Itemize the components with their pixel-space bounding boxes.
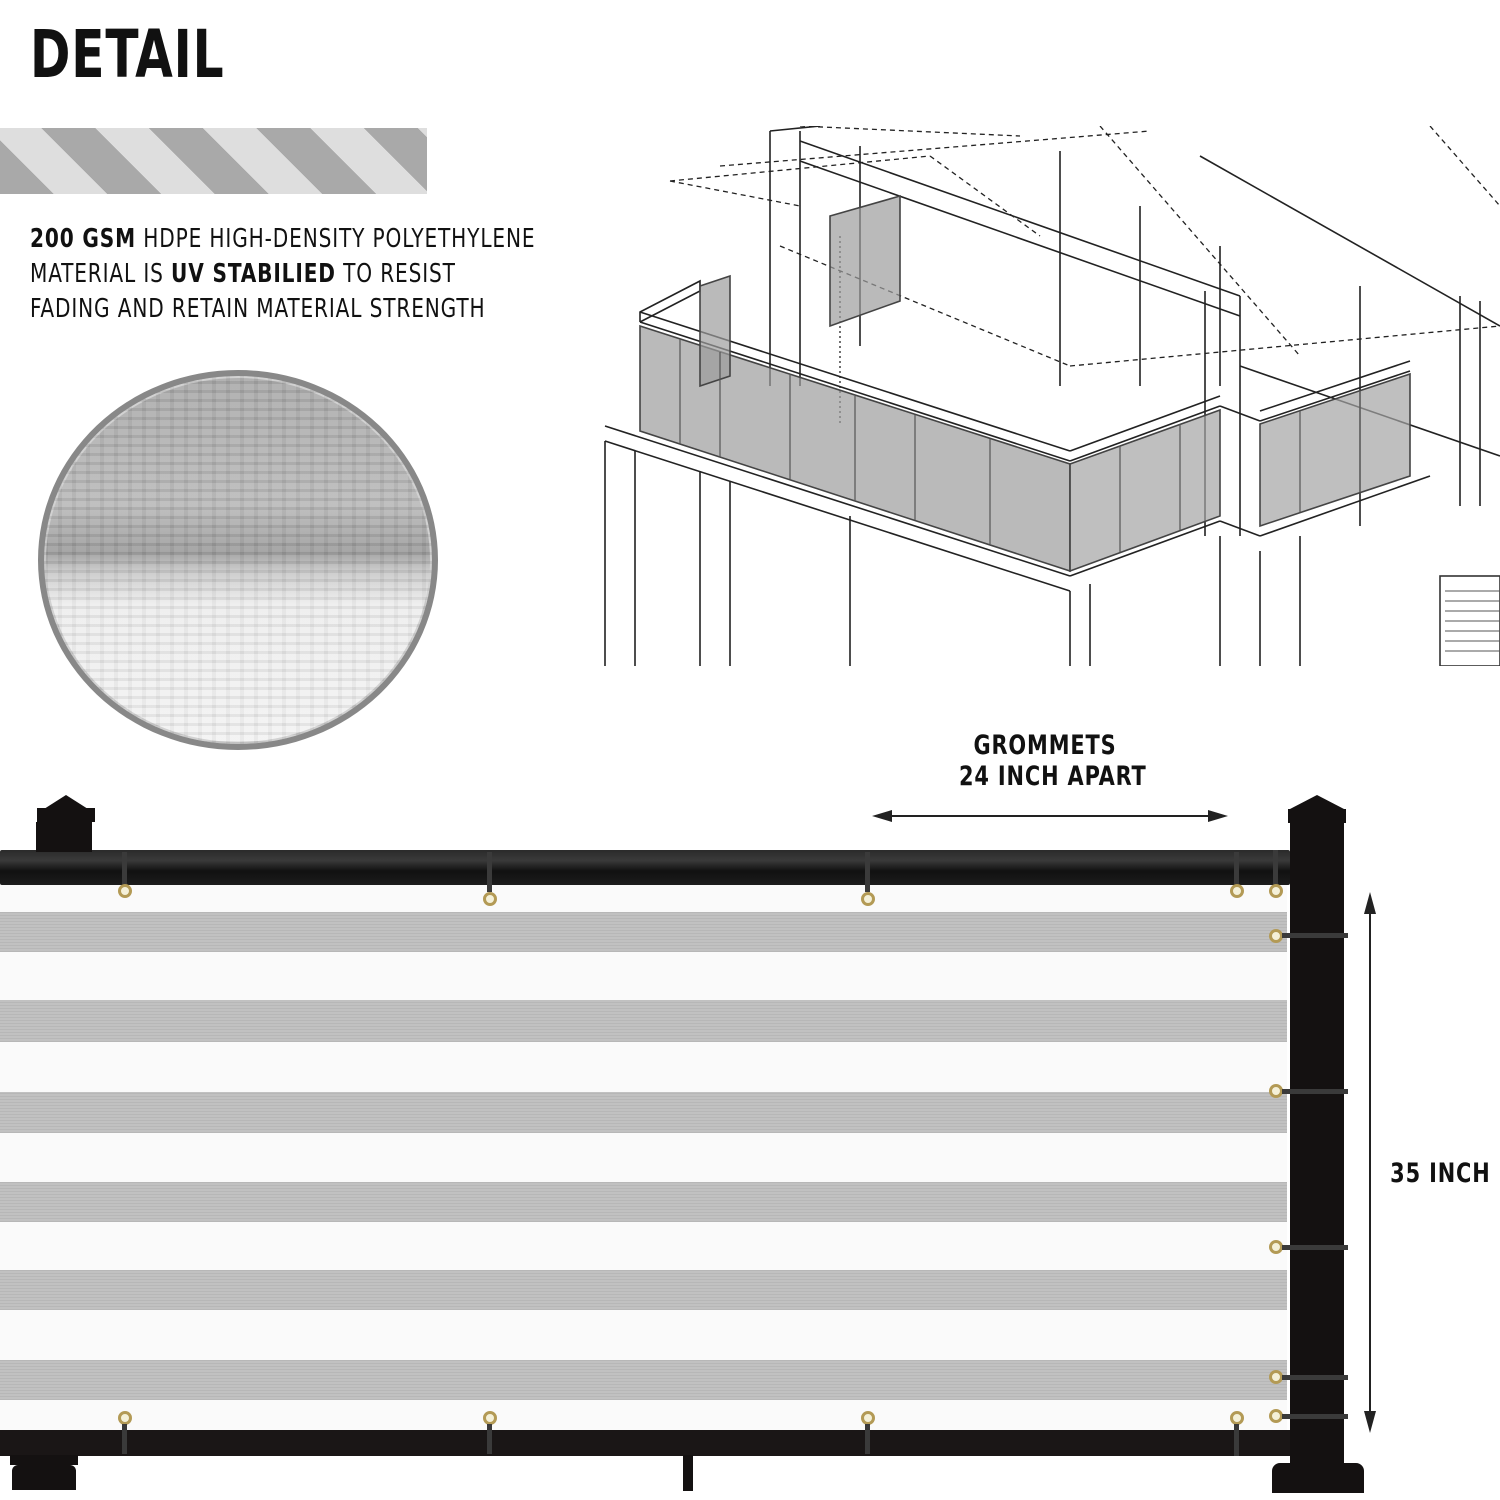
- zip-tie: [865, 852, 870, 892]
- zip-tie: [1282, 1414, 1348, 1419]
- grommet-icon: [1230, 884, 1244, 898]
- bottom-rail: [0, 1430, 1290, 1456]
- fabric-swatch-circle: [38, 370, 438, 750]
- left-post-cap: [37, 808, 95, 822]
- grey-stripe: [0, 1092, 1287, 1133]
- zip-tie: [865, 1424, 870, 1454]
- description-line-3: FADING AND RETAIN MATERIAL STRENGTH: [30, 294, 486, 324]
- description-text: TO RESIST: [335, 259, 456, 289]
- top-rail: [0, 850, 1290, 885]
- vertical-double-arrow-icon: [1364, 892, 1376, 1433]
- grey-stripe: [0, 1000, 1287, 1042]
- right-post-cap: [1288, 809, 1346, 823]
- grommet-icon: [861, 1411, 875, 1425]
- grommet-icon: [118, 1411, 132, 1425]
- grey-stripe: [0, 912, 1287, 952]
- zip-tie: [1234, 852, 1239, 884]
- description-text: MATERIAL IS: [30, 259, 172, 289]
- height-label: 35 INCH: [1390, 1158, 1491, 1189]
- grommet-icon: [1269, 1370, 1283, 1384]
- grommet-icon: [1269, 1084, 1283, 1098]
- grey-stripe: [0, 1270, 1287, 1310]
- grommet-icon: [483, 1411, 497, 1425]
- grommets-label-line-1: GROMMETS: [973, 730, 1117, 761]
- description-line-1: 200 GSM HDPE HIGH-DENSITY POLYETHYLENE: [30, 222, 535, 257]
- hazard-stripe-bar: [0, 128, 427, 194]
- grommet-icon: [1269, 884, 1283, 898]
- material-description: 200 GSM HDPE HIGH-DENSITY POLYETHYLENE M…: [30, 222, 535, 327]
- left-post-foot: [10, 1455, 78, 1465]
- grommet-icon: [1269, 929, 1283, 943]
- left-post-base: [12, 1465, 76, 1490]
- zip-tie: [122, 852, 127, 884]
- grommet-icon: [1269, 1240, 1283, 1254]
- zip-tie: [1282, 1375, 1348, 1380]
- right-post-base: [1272, 1463, 1364, 1493]
- privacy-screen-fabric: [0, 884, 1287, 1432]
- grommet-icon: [118, 884, 132, 898]
- left-post: [36, 822, 92, 852]
- right-post: [1290, 823, 1344, 1463]
- description-text: HDPE HIGH-DENSITY POLYETHYLENE: [136, 224, 536, 254]
- grommet-icon: [483, 892, 497, 906]
- fabric-texture: [44, 376, 432, 744]
- left-post-cap-top: [44, 795, 88, 809]
- grommets-label-line-2: 24 INCH APART: [959, 761, 1147, 792]
- balcony-drawing-icon: [604, 126, 1500, 666]
- right-post-cap-top: [1290, 795, 1344, 809]
- zip-tie: [1273, 850, 1278, 884]
- grommet-icon: [1269, 1409, 1283, 1423]
- zip-tie: [487, 852, 492, 892]
- gsm-highlight: 200 GSM: [30, 224, 137, 254]
- zip-tie: [1282, 1245, 1348, 1250]
- grey-stripe: [0, 1182, 1287, 1222]
- rail-support-leg: [683, 1455, 693, 1491]
- grommets-label: GROMMETS 24 INCH APART: [959, 730, 1147, 792]
- zip-tie: [122, 1424, 127, 1454]
- grey-stripe: [0, 1360, 1287, 1400]
- zip-tie: [1282, 933, 1348, 938]
- grommet-icon: [861, 892, 875, 906]
- uv-highlight: UV STABILIED: [171, 259, 336, 289]
- zip-tie: [1282, 1089, 1348, 1094]
- zip-tie: [1234, 1424, 1239, 1456]
- horizontal-double-arrow-icon: [872, 810, 1228, 822]
- description-line-2: MATERIAL IS UV STABILIED TO RESIST: [30, 257, 535, 292]
- page-title: DETAIL: [30, 16, 225, 93]
- grommet-icon: [1230, 1411, 1244, 1425]
- zip-tie: [487, 1424, 492, 1454]
